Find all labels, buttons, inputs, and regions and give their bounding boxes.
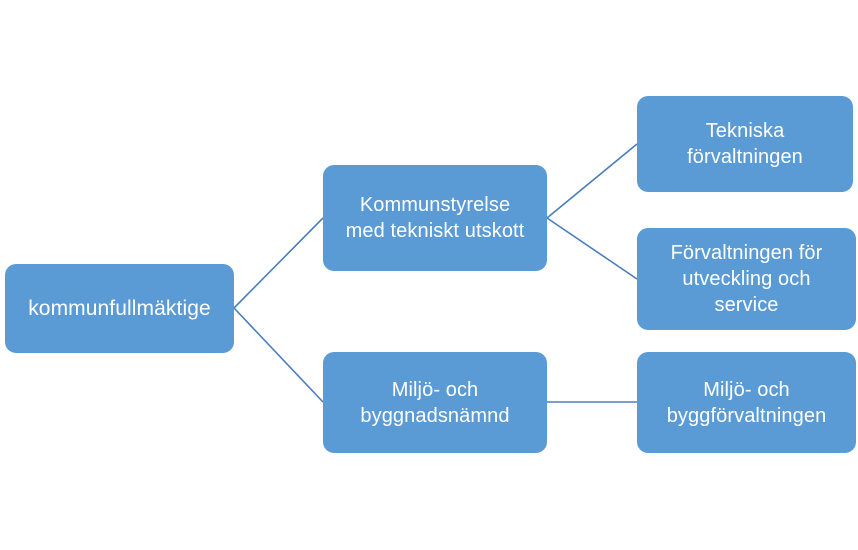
node-tekniska-forvaltningen[interactable]: Tekniska förvaltningen — [637, 96, 853, 192]
node-kommunstyrelse-label: Kommunstyrelse med tekniskt utskott — [345, 194, 525, 242]
node-kommunfullmaktige[interactable]: kommunfullmäktige — [5, 264, 234, 353]
node-miljo-byggnadsnamnd[interactable]: Miljö- och byggnadsnämnd — [323, 352, 547, 453]
node-tekniska-forvaltningen-label: Tekniska förvaltningen — [687, 120, 803, 168]
node-kommunstyrelse[interactable]: Kommunstyrelse med tekniskt utskott — [323, 165, 547, 271]
node-byggforvaltningen-label: Miljö- och byggförvaltningen — [666, 378, 827, 427]
node-forvaltningen-utveckling-label: Förvaltningen för utveckling och service — [670, 242, 823, 316]
node-byggforvaltningen[interactable]: Miljö- och byggförvaltningen — [637, 352, 856, 453]
connector-kommunstyrelse-to-tekniska-forvaltningen — [546, 143, 638, 219]
connector-kommunfullmaktige-to-miljo-byggnadsnamnd — [233, 307, 324, 403]
node-miljo-byggnadsnamnd-label: Miljö- och byggnadsnämnd — [360, 378, 510, 427]
connector-kommunfullmaktige-to-kommunstyrelse — [233, 217, 324, 309]
node-forvaltningen-utveckling[interactable]: Förvaltningen för utveckling och service — [637, 228, 856, 330]
node-kommunfullmaktige-label: kommunfullmäktige — [28, 296, 211, 320]
connector-kommunstyrelse-to-forvaltningen-utveckling — [546, 217, 638, 280]
